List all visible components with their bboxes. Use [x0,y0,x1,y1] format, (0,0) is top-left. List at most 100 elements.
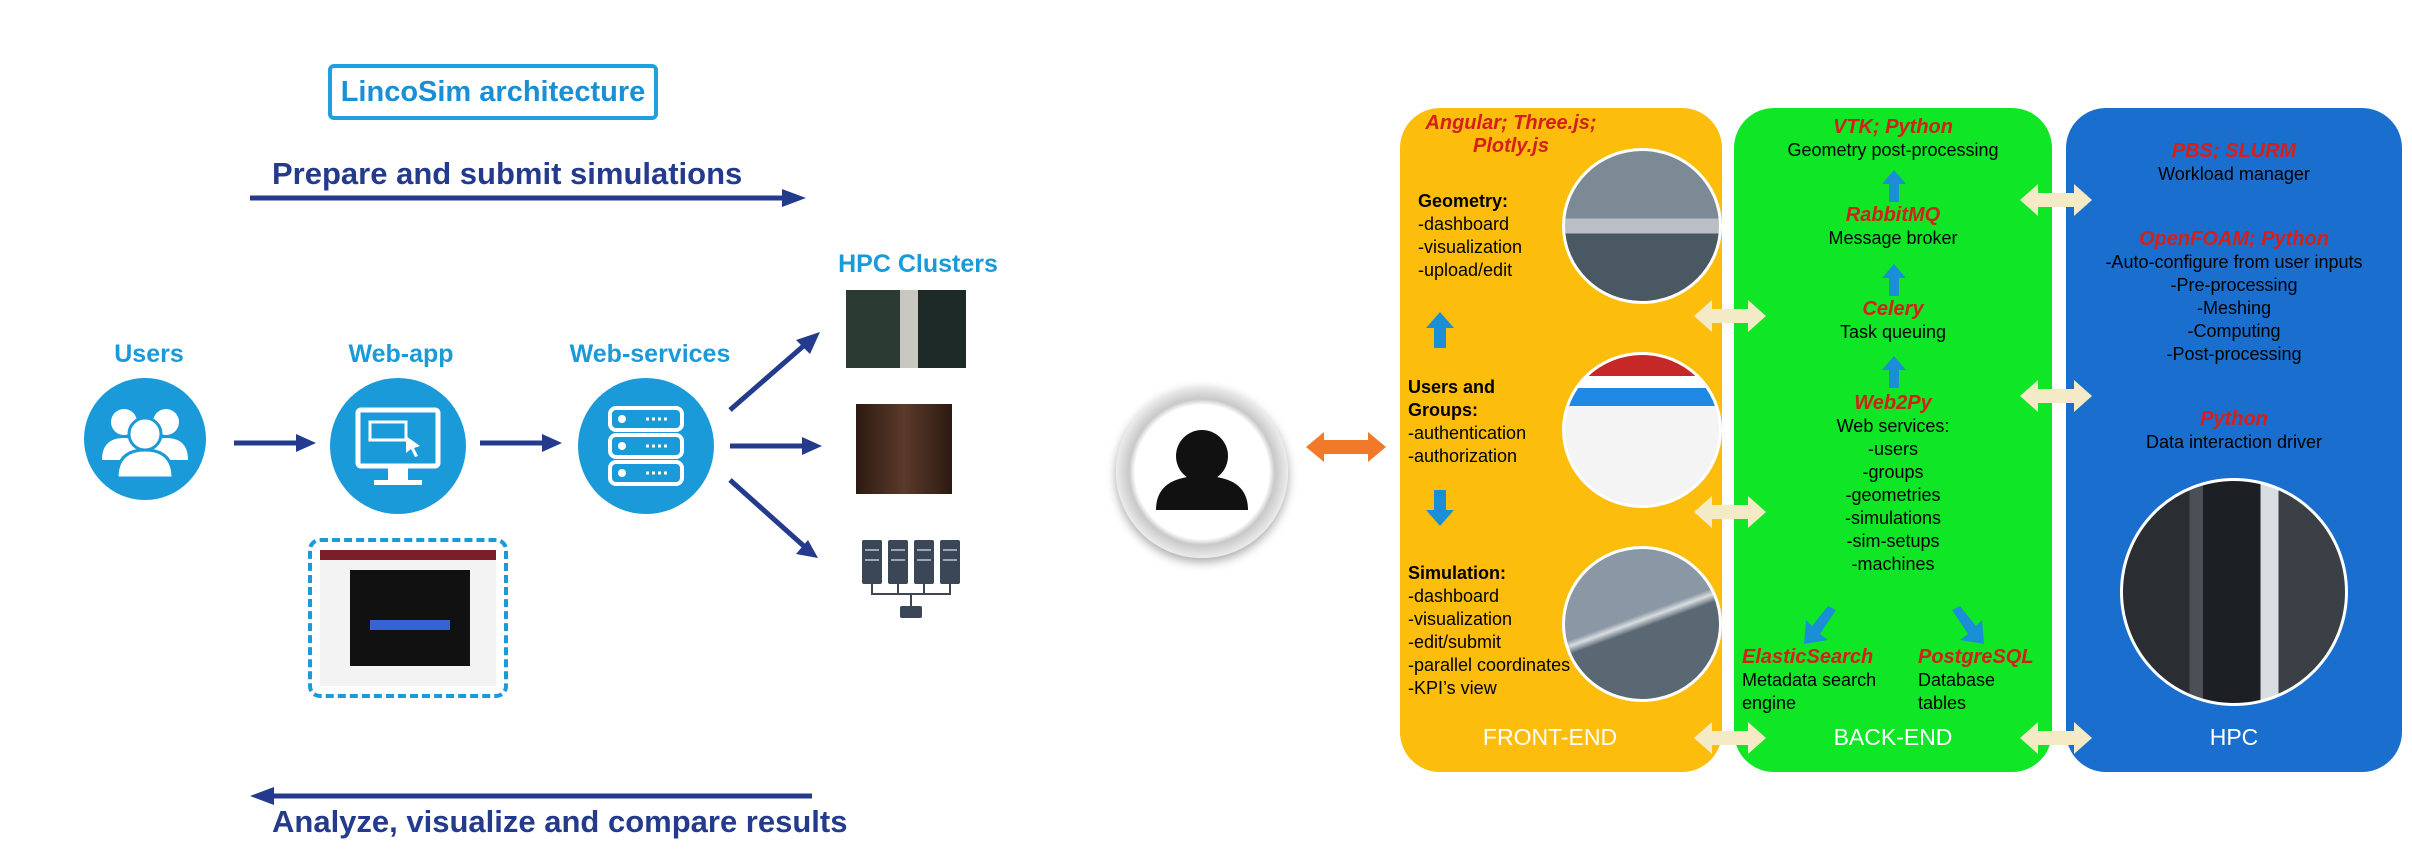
python-block: Python Data interaction driver [2066,408,2402,454]
arrow-users-webapp [234,434,316,452]
webapp-screenshot [308,538,508,698]
connector-arrow [1694,496,1766,528]
web2py-block: Web2Py Web services: -users -groups -geo… [1734,392,2052,576]
openfoam-item: -Computing [2187,321,2281,341]
simulation-item: -visualization [1408,609,1513,629]
celery-desc: Task queuing [1839,322,1947,342]
person-icon [1140,410,1264,534]
users-groups-section: Users and Groups: -authentication -autho… [1408,376,1526,468]
users-title: Users and [1408,377,1496,397]
geometry-item: -dashboard [1418,214,1510,234]
postgresql-desc: tables [1918,693,1967,713]
postgresql-desc: Database [1918,670,1996,690]
postgresql-block: PostgreSQL Database tables [1918,646,2048,715]
simulation-item: -dashboard [1408,586,1500,606]
bottom-flow-label: Analyze, visualize and compare results [272,804,848,839]
python-desc: Data interaction driver [2145,432,2323,452]
rabbitmq-label: RabbitMQ [1845,204,1941,226]
hpc-clusters-label: HPC Clusters [838,250,998,278]
openfoam-label: OpenFOAM; Python [2139,228,2329,250]
down-arrow-icon [1426,490,1454,526]
openfoam-item: -Pre-processing [2170,275,2298,295]
groups-title: Groups: [1408,400,1478,420]
architecture-title: LincoSim architecture [328,64,658,120]
web2py-item: -sim-setups [1846,531,1940,551]
openfoam-item: -Auto-configure from user inputs [2105,252,2363,272]
simulation-title: Simulation: [1408,563,1506,583]
backend-panel [1734,108,2052,772]
bottom-flow-arrow [250,787,812,805]
users-label: Users [114,340,184,368]
webservices-label: Web-services [569,340,731,368]
server-stack-icon [608,406,684,486]
backend-footer: BACK-END [1833,724,1953,750]
hpc-footer: HPC [2209,724,2259,750]
geometry-preview [1562,148,1722,304]
simulation-item: -edit/submit [1408,632,1502,652]
users-preview [1562,352,1722,508]
openfoam-item: -Post-processing [2166,344,2302,364]
web2py-item: -simulations [1844,508,1942,528]
elasticsearch-label: ElasticSearch [1742,646,1874,668]
web2py-label: Web2Py [1854,392,1932,414]
arrow-webapp-webservices [480,434,562,452]
simulation-preview [1562,546,1722,702]
pbs-block: PBS; SLURM Workload manager [2066,140,2402,186]
web2py-item: -geometries [1845,485,1941,505]
simulation-item: -KPI’s view [1408,678,1497,698]
webapp-circle [330,378,466,514]
up-arrow-icon [1882,170,1906,202]
web2py-item: -groups [1862,462,1924,482]
server-rack-icon [862,540,960,618]
geometry-section: Geometry: -dashboard -visualization -upl… [1418,190,1522,282]
monitor-icon [355,407,441,485]
openfoam-block: OpenFOAM; Python -Auto-configure from us… [2066,228,2402,366]
up-arrow-icon [1426,312,1454,348]
frontend-footer: FRONT-END [1482,724,1618,750]
fanout-arrows [728,332,822,558]
python-label: Python [2200,408,2268,430]
web2py-desc: Web services: [1836,416,1950,436]
rabbitmq-desc: Message broker [1828,228,1958,248]
frontend-tech-label: Angular; Three.js; Plotly.js [1425,112,1597,157]
connector-arrow [2020,380,2092,412]
webservices-circle [578,378,714,514]
user-frontend-arrow [1306,432,1386,462]
openfoam-item: -Meshing [2196,298,2272,318]
connector-arrow [2020,184,2092,216]
hpc-cluster-photo-2 [856,404,952,494]
connector-arrow [1694,722,1766,754]
hpc-cluster-photo-1 [846,290,966,368]
users-item: -authorization [1408,446,1518,466]
up-arrow-icon [1882,356,1906,388]
connector-arrow [2020,722,2092,754]
postgresql-label: PostgreSQL [1918,646,2034,668]
user-avatar [1116,386,1288,558]
pbs-label: PBS; SLURM [2171,140,2297,162]
pbs-desc: Workload manager [2158,164,2310,184]
web2py-item: -machines [1851,554,1935,574]
vtk-desc: Geometry post-processing [1787,140,1999,160]
geometry-title: Geometry: [1418,191,1509,211]
users-item: -authentication [1408,423,1527,443]
connector-arrow [1694,300,1766,332]
elasticsearch-block: ElasticSearch Metadata search engine [1742,646,1902,715]
up-arrow-icon [1882,264,1906,296]
webapp-label: Web-app [348,340,454,368]
web2py-item: -users [1867,439,1918,459]
elasticsearch-desc: engine [1742,693,1797,713]
simulation-section: Simulation: -dashboard -visualization -e… [1408,562,1570,700]
rabbitmq-block: RabbitMQ Message broker [1734,204,2052,250]
geometry-item: -upload/edit [1418,260,1513,280]
users-icon [102,409,188,480]
vtk-label: VTK; Python [1833,116,1953,138]
top-flow-arrow [250,189,806,207]
down-right-arrow-icon [1952,606,1984,644]
simulation-item: -parallel coordinates [1408,655,1571,675]
elasticsearch-desc: Metadata search [1742,670,1877,690]
celery-label: Celery [1862,298,1924,320]
down-left-arrow-icon [1804,606,1836,644]
hpc-datacenter-photo [2120,478,2348,706]
celery-block: Celery Task queuing [1734,298,2052,344]
geometry-item: -visualization [1418,237,1523,257]
